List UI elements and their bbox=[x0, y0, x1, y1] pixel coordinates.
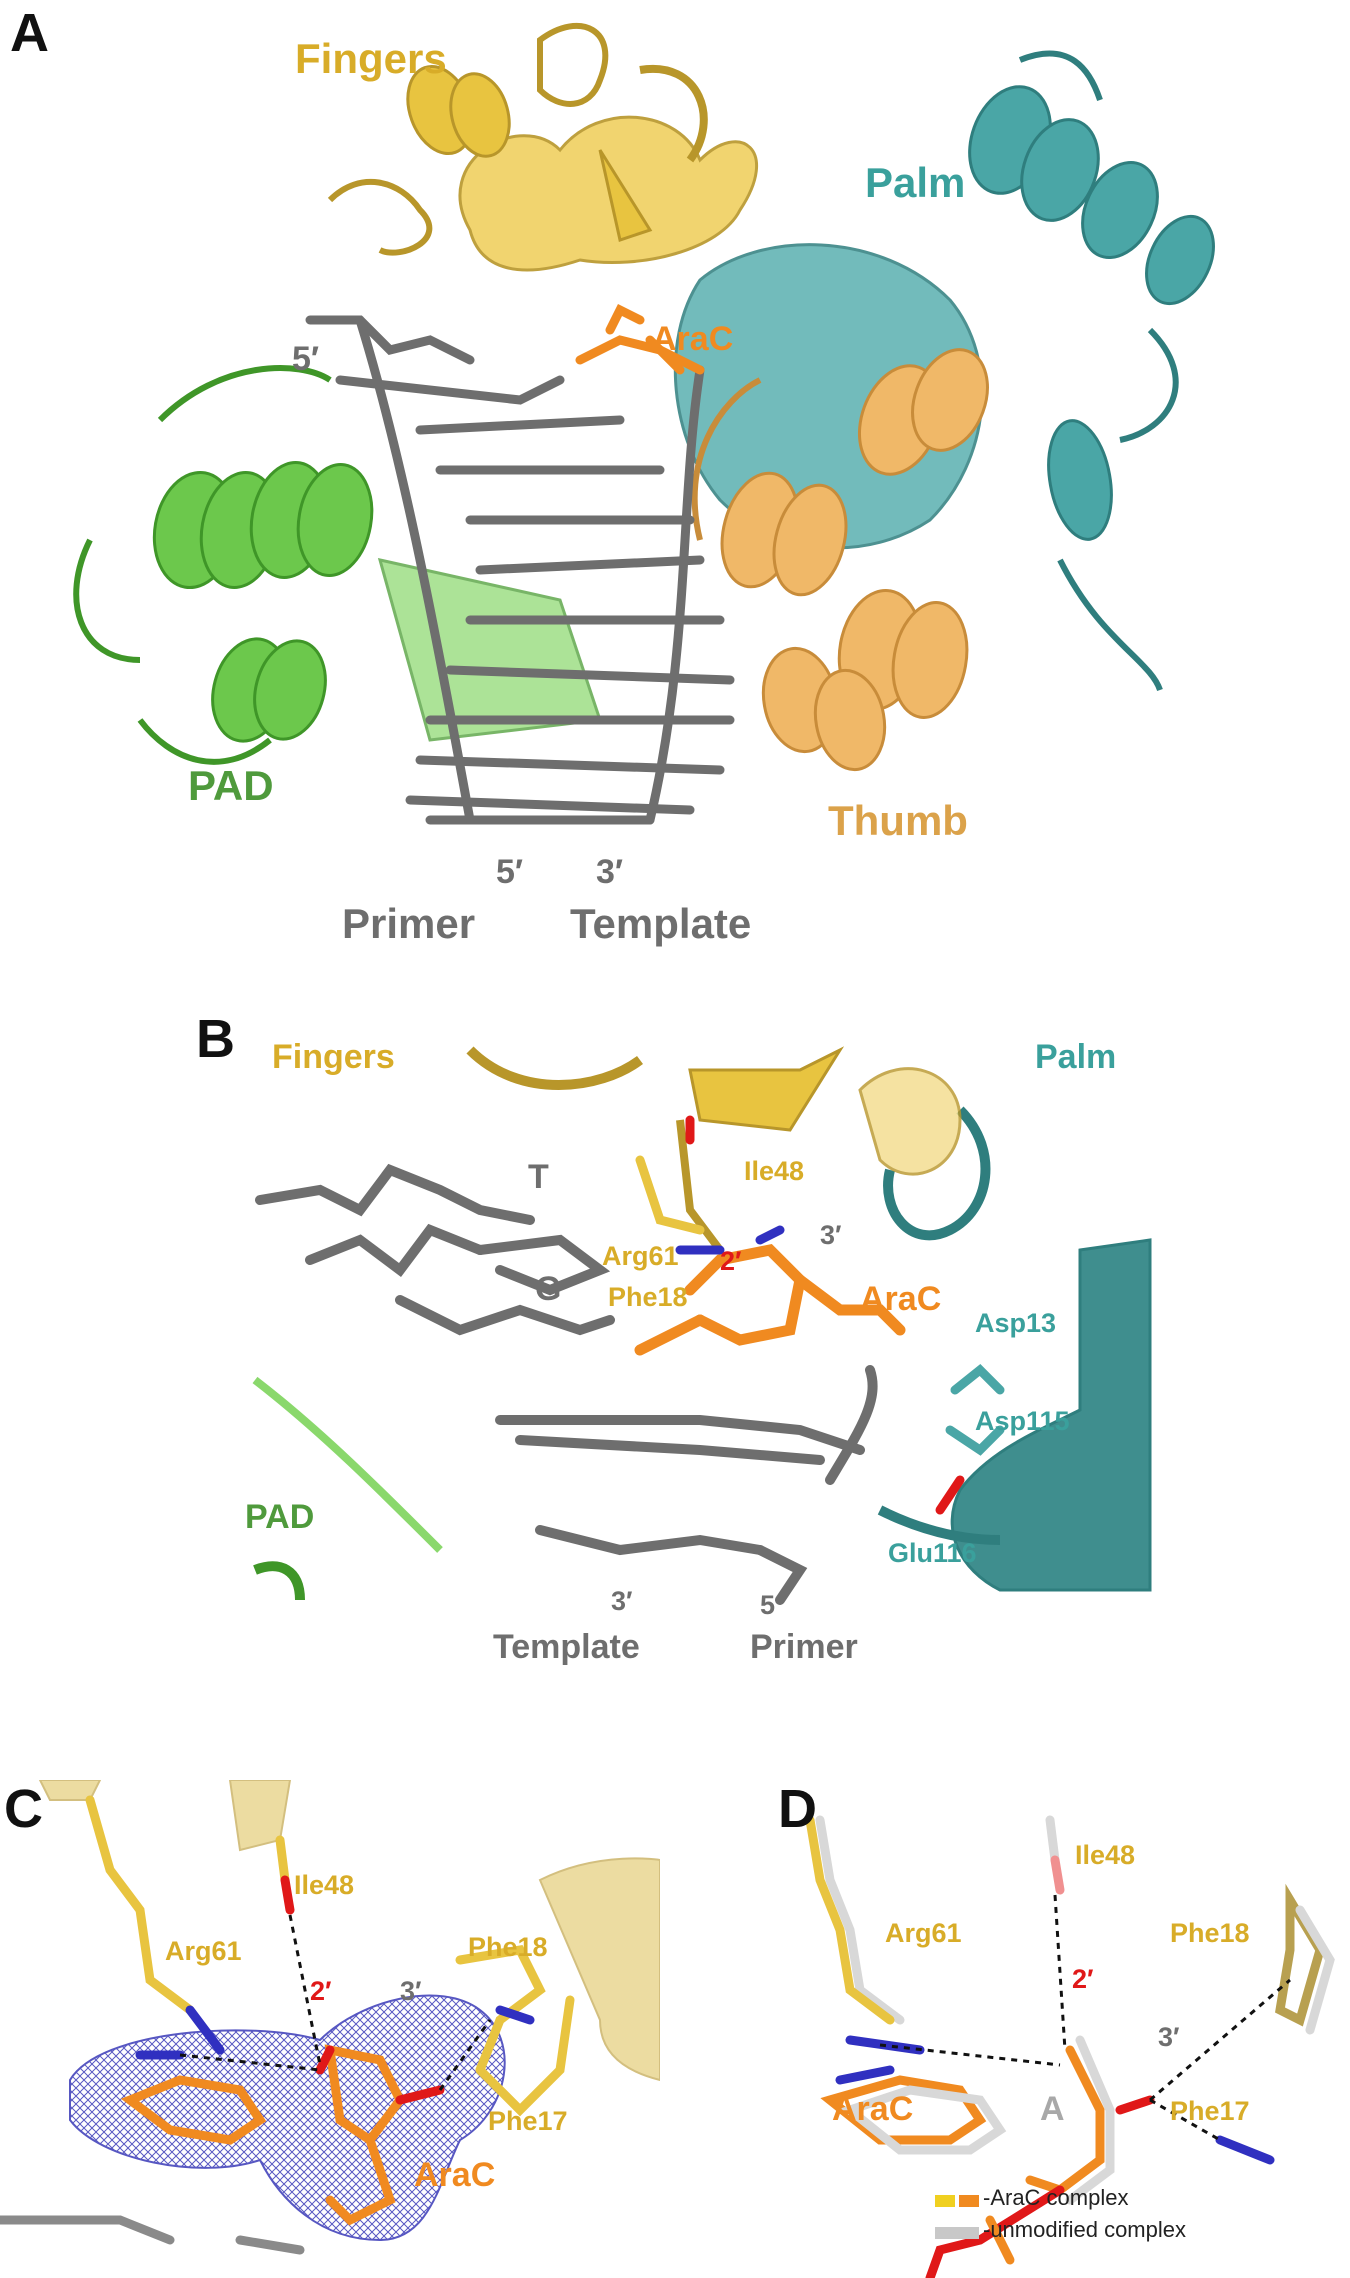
b-two-prime-label: 2′ bbox=[720, 1246, 742, 1276]
panel-c-structure-image bbox=[0, 1780, 660, 2255]
b-asp115-label: Asp115 bbox=[975, 1406, 1070, 1436]
c-arg61-label: Arg61 bbox=[165, 1936, 242, 1966]
legend: -AraC complex -unmodified complex bbox=[935, 2185, 1335, 2265]
side-chains bbox=[635, 1115, 1005, 1515]
dna-duplex bbox=[305, 315, 735, 825]
five-prime-top-label: 5′ bbox=[292, 340, 320, 378]
c-phe18-label: Phe18 bbox=[468, 1932, 548, 1962]
d-ile48-label: Ile48 bbox=[1075, 1840, 1136, 1870]
b-arg61-label: Arg61 bbox=[602, 1241, 679, 1271]
d-phe17-label: Phe17 bbox=[1170, 2096, 1250, 2126]
b-three-prime-label: 3′ bbox=[820, 1220, 842, 1250]
fingers-label: Fingers bbox=[295, 35, 447, 82]
c-ile48-label: Ile48 bbox=[294, 1870, 355, 1900]
b-arac-label: AraC bbox=[860, 1280, 942, 1318]
d-phe18-label: Phe18 bbox=[1170, 1918, 1250, 1948]
three-prime-bottom-label: 3′ bbox=[596, 853, 624, 891]
legend-arac-text: -AraC complex bbox=[983, 2185, 1129, 2210]
c-arac-label: AraC bbox=[414, 2156, 496, 2194]
panel-b-letter: B bbox=[196, 1010, 235, 1069]
b-glu116-label: Glu116 bbox=[888, 1538, 977, 1568]
c-three-prime-label: 3′ bbox=[400, 1976, 422, 2006]
legend-swatch-arac-orange bbox=[959, 2195, 979, 2207]
palm-label: Palm bbox=[865, 159, 966, 206]
legend-swatch-arac-yellow bbox=[935, 2195, 955, 2207]
panel-d: D Ile48 Arg61 2′ 3′ Phe18 Phe17 AraC A -… bbox=[680, 1780, 1350, 2278]
b-primer-label: Primer bbox=[750, 1628, 858, 1666]
thumb-label: Thumb bbox=[828, 797, 968, 844]
d-two-prime-label: 2′ bbox=[1072, 1964, 1094, 1994]
d-a-label: A bbox=[1040, 2090, 1065, 2128]
b-fingers-label: Fingers bbox=[272, 1038, 395, 1076]
electron-density-mesh bbox=[69, 1994, 506, 2242]
b-palm-label: Palm bbox=[1035, 1038, 1117, 1076]
b-g-label: G bbox=[535, 1270, 562, 1308]
primer-label: Primer bbox=[342, 900, 476, 947]
panel-b: B Fingers Palm T G Ile48 Arg61 2′ 3′ Phe… bbox=[0, 1010, 1350, 1690]
panel-d-letter: D bbox=[778, 1780, 817, 1839]
b-asp13-label: Asp13 bbox=[975, 1308, 1057, 1338]
b-pad-label: PAD bbox=[245, 1498, 315, 1536]
panel-c: C Ile48 Arg61 2′ 3′ Phe18 Phe17 AraC bbox=[0, 1780, 660, 2278]
legend-swatch-unmodified bbox=[935, 2227, 979, 2239]
b-three-prime-bottom-label: 3′ bbox=[611, 1586, 633, 1616]
d-arac-label: AraC bbox=[832, 2090, 914, 2128]
arac-molecule bbox=[575, 303, 705, 375]
panel-a-letter: A bbox=[10, 3, 49, 63]
five-prime-bottom-label: 5′ bbox=[496, 853, 524, 891]
b-phe18-label: Phe18 bbox=[608, 1282, 688, 1312]
pad-label: PAD bbox=[188, 762, 274, 809]
panel-a-structure-image bbox=[73, 22, 1215, 825]
d-arg61-label: Arg61 bbox=[885, 1918, 962, 1948]
fingers-domain bbox=[327, 22, 759, 272]
panel-d-structure-image bbox=[805, 1815, 1335, 2278]
panel-a: A Fingers Palm AraC 5′ PAD Thumb 5′ 3′ P… bbox=[0, 0, 1350, 980]
pad-domain bbox=[73, 365, 603, 765]
c-phe17-label: Phe17 bbox=[488, 2106, 568, 2136]
thumb-domain bbox=[691, 348, 989, 772]
b-five-prime-bottom-label: 5′ bbox=[760, 1590, 782, 1620]
arac-label: AraC bbox=[652, 320, 734, 358]
legend-unmodified-text: -unmodified complex bbox=[983, 2217, 1186, 2242]
panel-b-structure-image bbox=[250, 1046, 1152, 1605]
b-t-label: T bbox=[528, 1158, 549, 1196]
template-label: Template bbox=[570, 900, 752, 947]
palm-ribbon bbox=[877, 1106, 1152, 1592]
palm-domain bbox=[673, 50, 1215, 692]
d-three-prime-label: 3′ bbox=[1158, 2022, 1180, 2052]
c-two-prime-label: 2′ bbox=[310, 1976, 332, 2006]
fingers-ribbon bbox=[466, 1046, 962, 1253]
panel-c-letter: C bbox=[4, 1780, 43, 1839]
arac-ribbon bbox=[634, 1244, 906, 1356]
b-template-label: Template bbox=[493, 1628, 640, 1666]
b-ile48-label: Ile48 bbox=[744, 1156, 805, 1186]
pad-ribbon bbox=[252, 1376, 443, 1601]
dna-sticks bbox=[255, 1163, 878, 1605]
